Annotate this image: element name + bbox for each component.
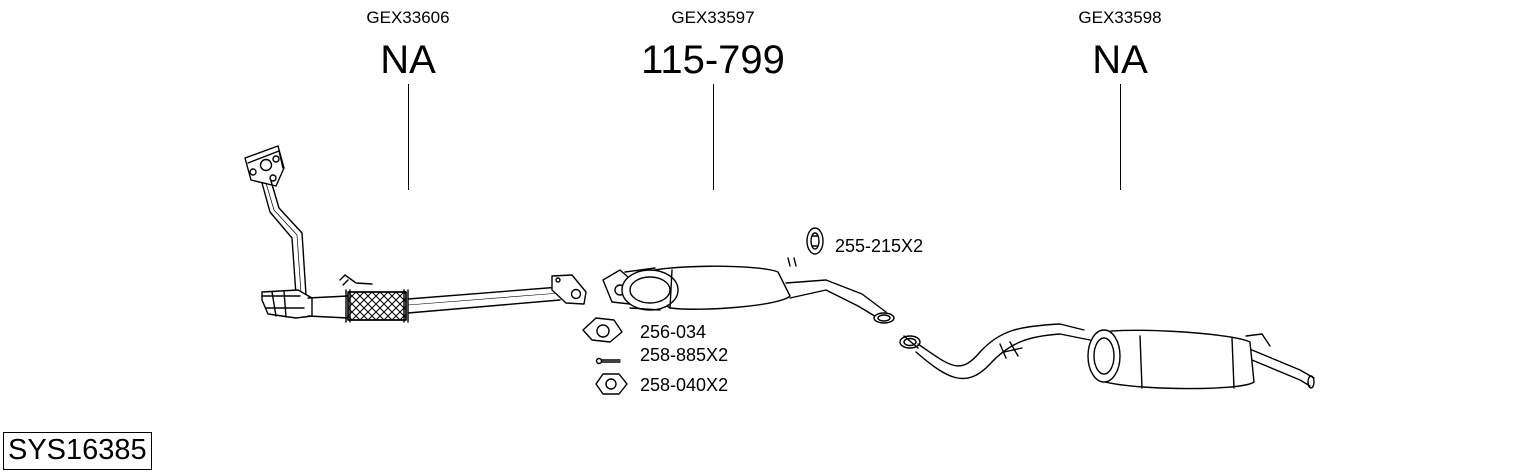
- front-pipe-drawing: [244, 145, 587, 323]
- leader-line-middle: [713, 84, 715, 190]
- leader-line-rear: [1120, 84, 1122, 190]
- section-code-rear: GEX33598: [1078, 8, 1162, 27]
- leader-line-front: [408, 84, 410, 190]
- part-number-front: NA: [380, 38, 436, 82]
- middle-silencer-drawing: [602, 257, 895, 324]
- bolt-icon: [595, 357, 621, 365]
- section-code-middle: GEX33597: [671, 8, 755, 27]
- accessory-label-gasket: 256-034: [640, 322, 707, 342]
- accessory-label-nut: 258-040X2: [640, 375, 729, 395]
- accessory-label-bolt: 258-885X2: [640, 345, 729, 365]
- part-number-rear: NA: [1092, 38, 1148, 82]
- rubber-hanger-icon: [806, 227, 824, 255]
- section-code-front: GEX33606: [366, 8, 450, 27]
- system-id-box: SYS16385: [3, 432, 152, 470]
- gasket-icon: [582, 317, 623, 343]
- nut-icon: [595, 373, 628, 395]
- rear-silencer-drawing: [899, 323, 1315, 390]
- part-number-middle: 115-799: [641, 38, 785, 82]
- accessory-label-hanger: 255-215X2: [835, 236, 924, 256]
